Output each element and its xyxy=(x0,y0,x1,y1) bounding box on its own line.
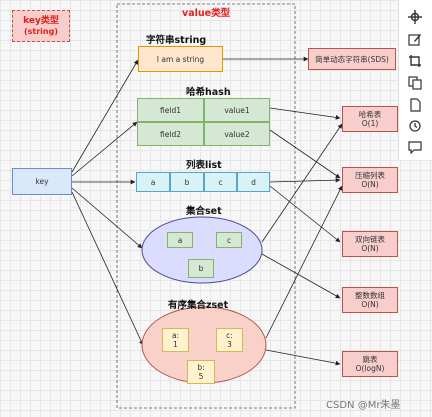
file-icon[interactable] xyxy=(405,96,425,114)
list-header: 列表list xyxy=(186,160,222,171)
zset-item-b-score: 5 xyxy=(198,372,204,381)
key-type-subtitle: (string) xyxy=(23,26,58,36)
edit-image-icon[interactable] xyxy=(405,30,425,48)
arrow-key-set xyxy=(71,187,143,249)
zset-item-b-key: b: xyxy=(197,363,205,372)
key-type-title: key类型 xyxy=(23,15,59,26)
arrow-zset-skiplist xyxy=(265,349,341,366)
zset-item-a-key: a: xyxy=(171,331,180,340)
ziplist-name: 压缩列表 xyxy=(355,171,385,180)
encoding-skiplist: 跳表 O(logN) xyxy=(342,351,398,377)
zset-item-c: c: 3 xyxy=(216,328,243,352)
value-type-title: value类型 xyxy=(182,8,231,19)
linkedlist-name: 双向链表 xyxy=(355,235,385,244)
hashtable-name: 哈希表 xyxy=(358,110,382,119)
hashtable-complexity: O(1) xyxy=(361,119,379,128)
arrow-hash-hashtable xyxy=(269,107,341,120)
arrow-key-string xyxy=(71,59,139,173)
zset-item-c-key: c: xyxy=(226,331,233,340)
string-value-box: I am a string xyxy=(138,46,223,72)
arrow-list-linkedlist xyxy=(269,185,341,243)
crosshair-icon[interactable] xyxy=(405,8,425,26)
encoding-ziplist: 压缩列表 O(N) xyxy=(342,167,398,193)
list-row: a b c d xyxy=(136,172,270,192)
zset-header: 有序集合zset xyxy=(168,300,229,311)
zset-item-b: b: 5 xyxy=(187,360,215,384)
zset-item-a-score: 1 xyxy=(173,340,178,349)
key-type-label: key类型 (string) xyxy=(12,10,70,42)
set-item-c: c xyxy=(216,232,242,248)
encoding-intset: 整数数组 O(N) xyxy=(342,287,398,313)
key-box: key xyxy=(12,168,72,195)
encoding-sds: 简单动态字符串(SDS) xyxy=(308,48,396,70)
skiplist-complexity: O(logN) xyxy=(355,364,385,373)
hash-header: 哈希hash xyxy=(186,87,231,98)
crop-icon[interactable] xyxy=(405,52,425,70)
skiplist-name: 跳表 xyxy=(362,355,378,364)
set-item-a: a xyxy=(167,232,193,248)
encoding-linkedlist: 双向链表 O(N) xyxy=(342,231,398,257)
hash-field-1: field1 xyxy=(137,98,204,122)
side-toolbar xyxy=(398,0,432,160)
arrow-zset-ziplist xyxy=(265,185,343,339)
copy-icon[interactable] xyxy=(405,74,425,92)
list-item-c: c xyxy=(204,172,237,192)
history-icon[interactable] xyxy=(405,117,425,135)
hash-field-2: field2 xyxy=(137,122,204,146)
arrow-set-hashtable xyxy=(261,123,343,243)
arrow-hash-ziplist xyxy=(269,129,341,179)
arrow-key-hash xyxy=(71,121,138,177)
list-item-b: b xyxy=(170,172,204,192)
string-header: 字符串string xyxy=(146,35,207,46)
hash-value-1: value1 xyxy=(204,98,270,122)
watermark: CSDN @Mr朱墨 xyxy=(326,400,401,411)
encoding-hashtable: 哈希表 O(1) xyxy=(342,106,398,132)
zset-item-c-score: 3 xyxy=(227,340,232,349)
linkedlist-complexity: O(N) xyxy=(361,244,379,253)
ziplist-complexity: O(N) xyxy=(361,180,379,189)
hash-table: field1 value1 field2 value2 xyxy=(137,98,270,146)
arrow-key-zset xyxy=(71,191,144,346)
intset-complexity: O(N) xyxy=(361,300,379,309)
arrow-set-intset xyxy=(261,253,341,299)
comment-icon[interactable] xyxy=(405,138,425,156)
hash-value-2: value2 xyxy=(204,122,270,146)
set-header: 集合set xyxy=(186,206,222,217)
intset-name: 整数数组 xyxy=(355,291,385,300)
list-item-d: d xyxy=(237,172,270,192)
set-item-b: b xyxy=(188,259,214,278)
list-item-a: a xyxy=(136,172,170,192)
arrow-list-ziplist xyxy=(269,177,341,183)
zset-item-a: a: 1 xyxy=(162,328,189,352)
